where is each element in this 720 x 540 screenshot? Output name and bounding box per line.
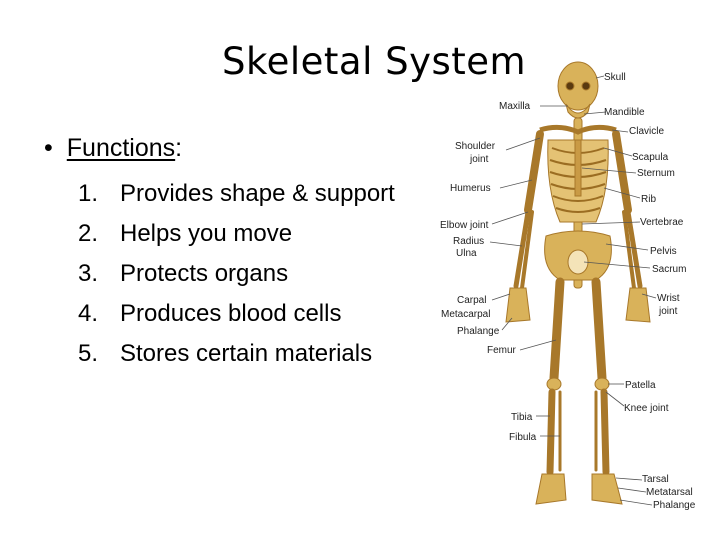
sternum-bone [574,139,582,197]
label-tarsal: Tarsal [642,474,669,485]
skeleton-bones [505,61,651,505]
functions-heading-word: Functions [66,134,176,162]
tibia-left [546,388,556,476]
list-number: 1. [78,180,99,207]
radius-left [513,209,531,289]
label-wrist-joint: joint [658,306,678,317]
bone-labels: Skull Maxilla Mandible Clavicle Shoulder… [440,72,696,511]
list-text: Provides shape & support [120,180,395,207]
label-pelvis: Pelvis [650,246,677,257]
femur-left [549,277,565,383]
ulna-left [520,210,534,290]
skeleton-illustration: Skull Maxilla Mandible Clavicle Shoulder… [440,61,696,511]
label-sacrum: Sacrum [652,264,686,275]
label-phalange-foot: Phalange [653,500,696,511]
foot-left [535,473,567,505]
label-skull: Skull [604,72,626,83]
mandible-bone [565,103,591,119]
radius-right [625,209,643,289]
bullet: • [44,134,53,162]
eye-socket [565,81,575,91]
functions-heading-colon: : [175,134,183,162]
list-item: 4. Produces blood cells [78,296,395,336]
label-maxilla: Maxilla [499,101,531,112]
label-shoulder: Shoulder [455,141,496,152]
list-number: 2. [78,220,99,247]
list-item: 1. Provides shape & support [78,176,395,216]
label-fibula: Fibula [509,432,537,443]
label-radius: Radius [453,236,484,247]
list-text: Protects organs [120,260,289,287]
list-item: 2. Helps you move [78,216,395,256]
label-rib: Rib [641,194,656,205]
label-scapula: Scapula [632,152,669,163]
foot-right [591,473,623,505]
label-carpal: Carpal [457,295,486,306]
tibia-right [600,388,610,476]
clavicle-bone [539,124,617,135]
label-clavicle: Clavicle [629,126,664,137]
list-number: 5. [78,340,99,367]
eye-socket [581,81,591,91]
functions-heading: • Functions: [44,134,182,163]
label-sternum: Sternum [637,168,675,179]
functions-list: 1. Provides shape & support 2. Helps you m… [78,176,395,376]
patella-right [594,377,610,391]
label-mandible: Mandible [604,107,645,118]
leader-lines [489,75,657,506]
label-elbow-joint: Elbow joint [440,220,489,231]
ulna-right [622,210,636,290]
list-number: 4. [78,300,99,327]
list-text: Helps you move [120,220,293,247]
label-femur: Femur [487,345,517,356]
label-knee-joint: Knee joint [624,403,669,414]
skull-bone [557,61,599,111]
label-tibia: Tibia [511,412,533,423]
hand-left [505,287,531,323]
slide-title: Skeletal System [222,40,527,83]
list-text: Stores certain materials [120,340,373,367]
patella-left [546,377,562,391]
label-patella: Patella [625,380,656,391]
hand-right [625,287,651,323]
label-shoulder-joint: joint [469,154,489,165]
label-humerus: Humerus [450,183,491,194]
label-ulna: Ulna [456,248,477,259]
label-phalange-hand: Phalange [457,326,500,337]
list-item: 3. Protects organs [78,256,395,296]
list-text: Produces blood cells [120,300,342,327]
humerus-left [524,130,544,214]
label-vertebrae: Vertebrae [640,217,684,228]
label-wrist: Wrist [657,293,680,304]
list-item: 5. Stores certain materials [78,336,395,376]
label-metacarpal: Metacarpal [441,309,490,320]
list-number: 3. [78,260,99,287]
label-metatarsal: Metatarsal [646,487,693,498]
femur-right [591,277,607,383]
skeleton-figure: Skull Maxilla Mandible Clavicle Shoulder… [432,56,720,536]
